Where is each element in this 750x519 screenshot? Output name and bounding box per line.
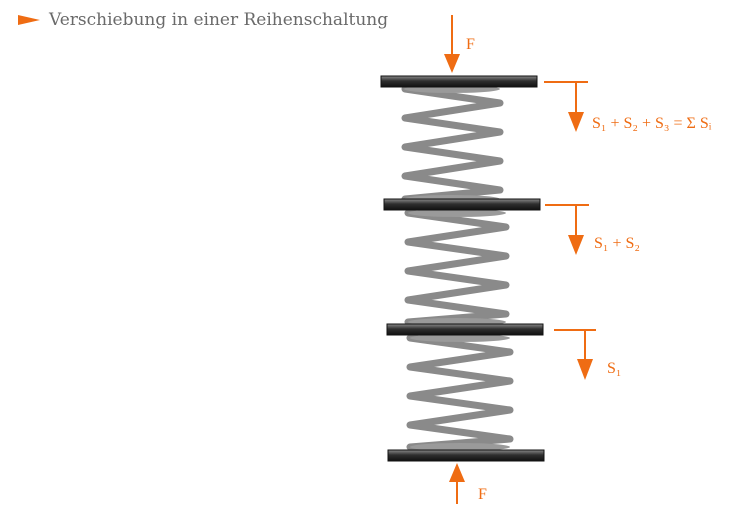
displacement-label-two: S₁ + S₂ [594,235,640,252]
plate-1 [386,323,544,336]
title-text: Verschiebung in einer Reihenschaltung [49,10,389,30]
plate-bottom [387,449,545,462]
force-arrow-top [444,15,460,73]
displacement-arrow-two [545,204,589,255]
displacement-arrow-one [554,329,596,380]
force-label-top: F [466,36,475,53]
diagram-title: Verschiebung in einer Reihenschaltung [18,8,388,32]
spring-1 [406,334,514,451]
displacement-label-total: S₁ + S₂ + S₃ = Σ Sᵢ [592,115,712,132]
plate-top [380,75,538,88]
plate-2 [383,198,541,211]
force-arrow-bottom [449,463,465,504]
force-label-bottom: F [478,486,487,503]
spring-3 [401,85,504,203]
triangle-arrow-icon [18,15,40,25]
displacement-arrow-total [544,81,588,132]
spring-2 [404,209,510,326]
displacement-label-one: S₁ [607,360,621,377]
